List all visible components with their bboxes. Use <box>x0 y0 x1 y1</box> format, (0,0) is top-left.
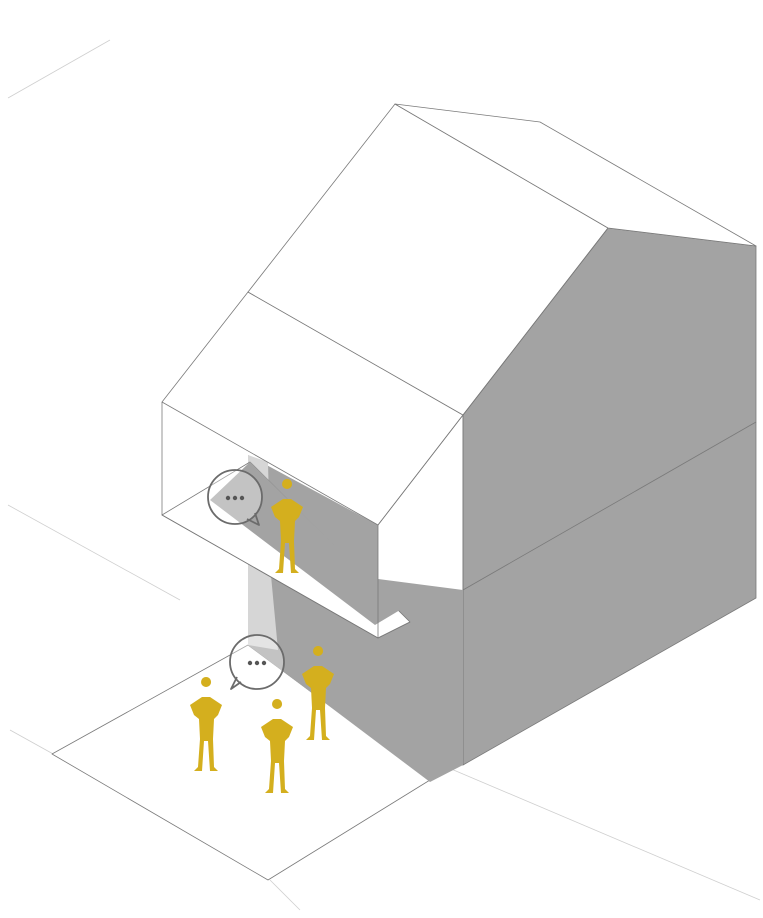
ground-lines <box>7 39 761 911</box>
speech-bubble-upper <box>207 469 263 526</box>
loggia-floor-inner <box>210 462 400 625</box>
front-wall-ground <box>248 562 463 782</box>
side-wall-floor-line <box>462 421 757 591</box>
roof-back <box>394 103 757 247</box>
speech-bubble-lower <box>229 634 285 690</box>
front-wall-ground-light <box>248 562 278 650</box>
